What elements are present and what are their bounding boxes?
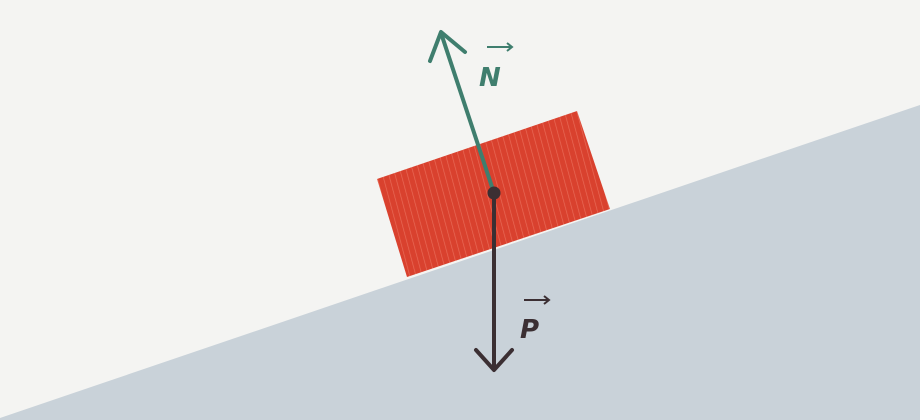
weight-label-text: P — [520, 315, 539, 345]
normal-force-shaft — [440, 34, 496, 195]
weight-label: P — [520, 295, 551, 345]
weight-label-arrow-tip — [543, 295, 551, 305]
inclined-plane — [0, 105, 920, 420]
application-point — [487, 186, 501, 200]
normal-force-arrowhead — [428, 30, 467, 63]
weight-vector — [474, 191, 514, 372]
normal-force-label-text: N — [479, 63, 501, 93]
weight-arrowhead — [474, 348, 514, 372]
normal-force-vector — [428, 30, 496, 195]
normal-force-label: N — [479, 42, 514, 93]
normal-label-arrow-tip — [506, 42, 514, 52]
